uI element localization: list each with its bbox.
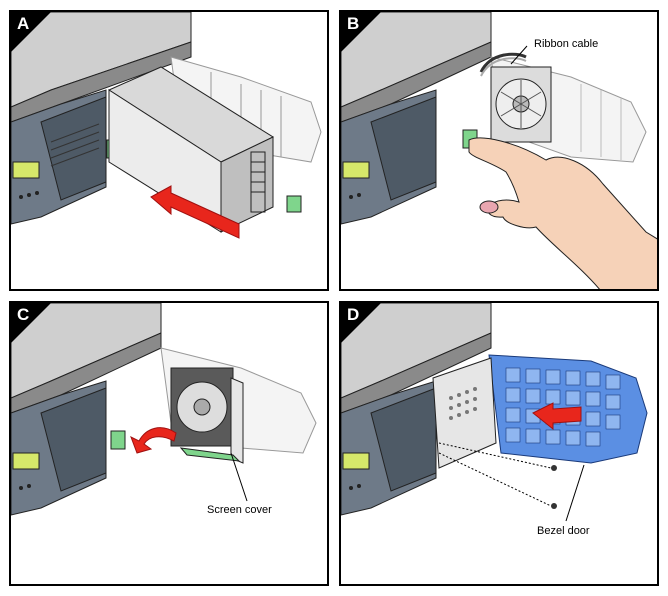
hand-icon [468, 137, 657, 289]
bezel-door-leader [565, 464, 585, 522]
panel-c-illustration [11, 303, 317, 516]
panel-d-badge [341, 303, 382, 344]
panel-b-illustration [341, 12, 657, 289]
screen-cover-leader [230, 452, 248, 502]
panel-d-illustration [341, 303, 648, 522]
panel-c-badge [11, 303, 52, 344]
screen-plate-shape [432, 357, 497, 469]
panel-d-letter: D [347, 305, 360, 324]
panel-b-letter: B [347, 14, 360, 33]
bezel-door-callout: Bezel door [537, 525, 590, 537]
ribbon-cable-leader [510, 45, 528, 65]
panel-a-illustration [11, 12, 322, 239]
panel-b-badge [341, 12, 382, 53]
panel-a-letter: A [17, 14, 30, 33]
panel-c: C Screen cover [9, 301, 329, 586]
panel-b: B Ribbon cable [339, 10, 659, 291]
panel-a: A [9, 10, 329, 291]
panel-d: D Bezel door [339, 301, 659, 586]
curved-arrow-icon [130, 427, 177, 454]
panel-a-badge [11, 12, 52, 53]
remove-arrow-icon [532, 402, 582, 431]
screw-icon [551, 465, 557, 471]
panel-c-letter: C [17, 305, 30, 324]
screen-cover-callout: Screen cover [207, 504, 272, 516]
insert-arrow-icon [150, 185, 240, 239]
ribbon-cable-callout: Ribbon cable [534, 38, 599, 50]
screw-icon [551, 503, 557, 509]
